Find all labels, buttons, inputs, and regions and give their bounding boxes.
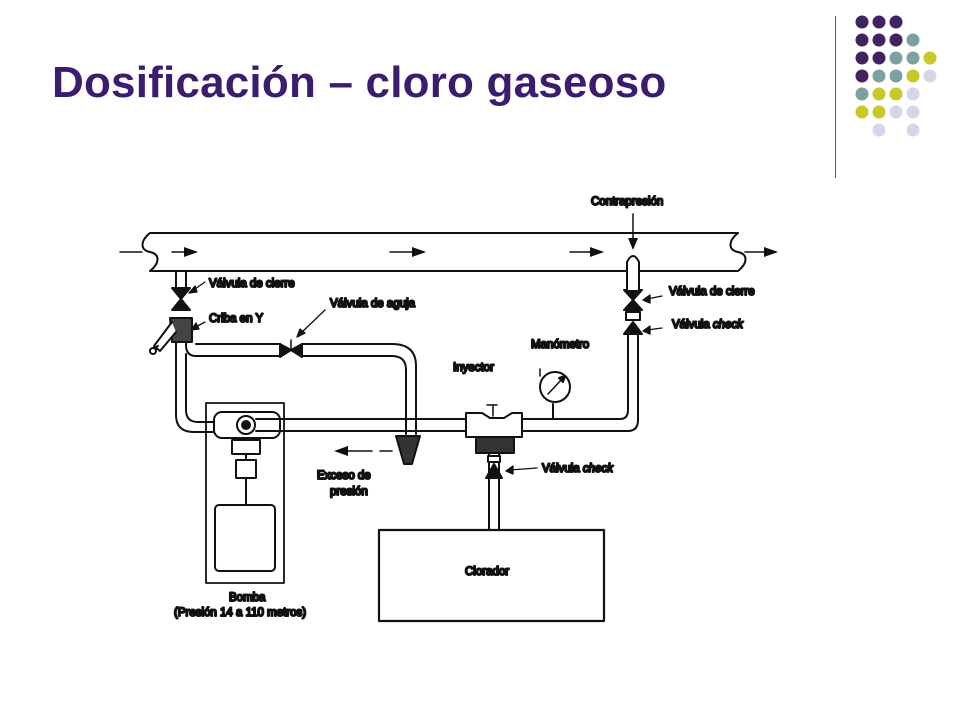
decorative-dot bbox=[889, 15, 903, 29]
decorative-dot bbox=[872, 51, 886, 65]
chlorinator-line bbox=[377, 452, 606, 623]
bypass-loop bbox=[175, 339, 417, 435]
right-riser bbox=[619, 213, 643, 432]
label-exceso-line2: presión bbox=[330, 486, 368, 498]
decorative-dot bbox=[872, 87, 886, 101]
label-valvula-cierre-left: Válvula de cierre bbox=[209, 278, 295, 290]
pressure-gauge bbox=[539, 368, 571, 420]
decorative-dot bbox=[872, 105, 886, 119]
decorative-dot bbox=[906, 87, 920, 101]
label-exceso-line1: Exceso de bbox=[317, 470, 371, 482]
shutoff-valve-left bbox=[171, 287, 191, 300]
decorative-dot bbox=[855, 51, 869, 65]
decorative-dot bbox=[872, 33, 886, 47]
decorative-dot bbox=[872, 69, 886, 83]
decorative-dot bbox=[855, 105, 869, 119]
decorative-dot bbox=[906, 33, 920, 47]
decorative-dot bbox=[906, 105, 920, 119]
label-clorador: Clorador bbox=[465, 566, 509, 578]
decorative-dot bbox=[855, 87, 869, 101]
decorative-dot bbox=[855, 33, 869, 47]
decorative-dot bbox=[872, 123, 886, 137]
label-manometro: Manómetro bbox=[531, 339, 589, 351]
label-valvula-check-top: Válvula check bbox=[672, 319, 744, 331]
decorative-dot bbox=[855, 15, 869, 29]
label-bomba: Bomba bbox=[229, 592, 266, 604]
decorative-dot-grid bbox=[855, 15, 937, 137]
chlorinator-box bbox=[377, 528, 606, 623]
pressure-relief bbox=[334, 435, 421, 465]
label-valvula-check-bottom: Válvula check bbox=[542, 463, 614, 475]
decorative-dot bbox=[855, 69, 869, 83]
label-valvula-cierre-right: Válvula de cierre bbox=[669, 286, 755, 298]
main-pipe bbox=[119, 232, 778, 272]
decorative-dot bbox=[889, 33, 903, 47]
decorative-dot bbox=[889, 105, 903, 119]
check-valve-bottom bbox=[485, 463, 503, 479]
injector bbox=[465, 404, 523, 454]
slide-title: Dosificación – cloro gaseoso bbox=[52, 58, 667, 107]
leader-arrows bbox=[188, 281, 663, 475]
decorative-dot bbox=[889, 87, 903, 101]
decorative-dot bbox=[906, 123, 920, 137]
decorative-dot bbox=[872, 15, 886, 29]
decorative-divider bbox=[835, 16, 836, 178]
decorative-dot bbox=[923, 51, 937, 65]
discharge-line bbox=[255, 418, 629, 432]
check-valve-top bbox=[623, 321, 643, 335]
label-contrapresion: Contrapresión bbox=[591, 196, 663, 208]
label-valvula-aguja: Válvula de aguja bbox=[330, 298, 416, 310]
decorative-dot bbox=[923, 69, 937, 83]
label-inyector: Inyector bbox=[453, 362, 494, 374]
shutoff-valve-right bbox=[623, 289, 643, 301]
decorative-dot bbox=[906, 69, 920, 83]
decorative-dot bbox=[889, 69, 903, 83]
decorative-dot bbox=[889, 51, 903, 65]
left-riser bbox=[149, 270, 193, 355]
label-criba: Criba en Y bbox=[209, 313, 263, 325]
label-bomba-presion: (Presión 14 a 110 metros) bbox=[174, 607, 306, 619]
decorative-dot bbox=[906, 51, 920, 65]
